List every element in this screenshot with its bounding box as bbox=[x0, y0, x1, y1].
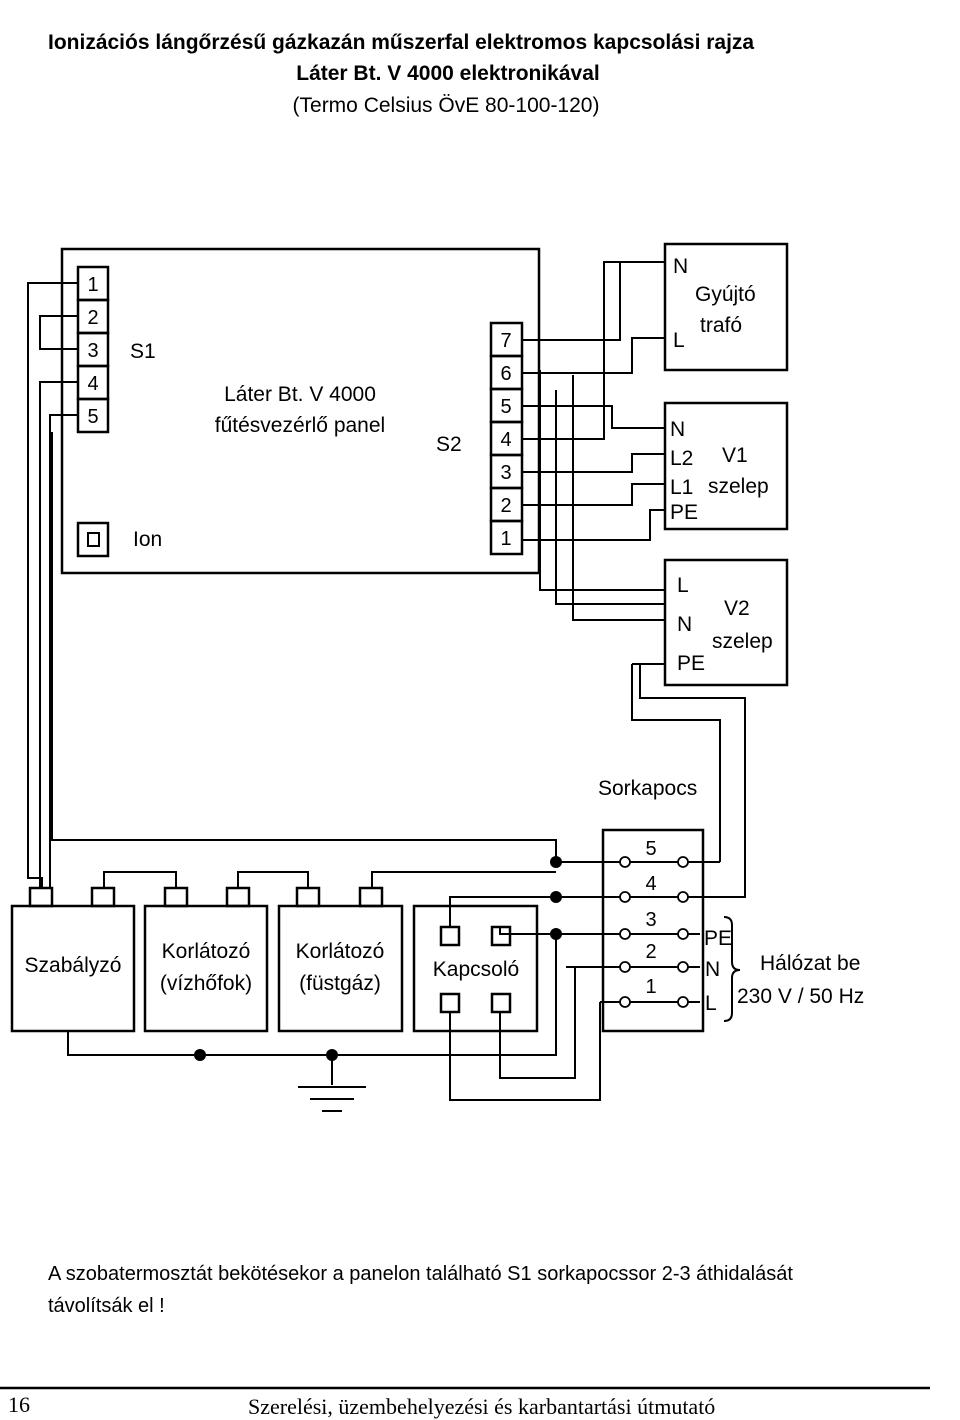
mains-brace-icon bbox=[723, 916, 741, 1022]
ignition-transformer-label-1: Gyújtó bbox=[695, 283, 756, 306]
s1-terminal-number: 5 bbox=[87, 406, 98, 428]
s2-terminal-number: 5 bbox=[500, 396, 511, 418]
terminal-block-number: 1 bbox=[645, 976, 656, 998]
page-number: 16 bbox=[8, 1392, 30, 1417]
terminal-block-number: 5 bbox=[645, 838, 656, 860]
s2-terminal-number: 4 bbox=[500, 429, 511, 451]
valve-v2-pin: L bbox=[677, 574, 689, 597]
panel-title-line-2: fűtésvezérlő panel bbox=[215, 414, 385, 437]
valve-v2-label-2: szelep bbox=[712, 630, 773, 653]
valve-v1-pin: N bbox=[670, 418, 685, 441]
water-limiter-box bbox=[143, 904, 269, 1033]
water-limiter-label-1: Korlátozó bbox=[162, 940, 251, 963]
switch-label: Kapcsoló bbox=[433, 958, 519, 981]
ion-label: Ion bbox=[133, 528, 162, 551]
s2-terminal-number: 3 bbox=[500, 462, 511, 484]
ion-terminal bbox=[76, 521, 110, 558]
s1-terminal-number: 4 bbox=[87, 373, 98, 395]
s2-label: S2 bbox=[436, 433, 462, 456]
water-limiter-label-2: (vízhőfok) bbox=[160, 972, 252, 995]
footer-text: Szerelési, üzembehelyezési és karbantart… bbox=[248, 1394, 715, 1419]
s2-terminal-number: 2 bbox=[500, 495, 511, 517]
panel-title-line-1: Láter Bt. V 4000 bbox=[224, 383, 376, 406]
terminal-block-number: 3 bbox=[645, 909, 656, 931]
mains-pin: L bbox=[705, 992, 717, 1015]
s1-terminal-number: 2 bbox=[87, 307, 98, 329]
ignition-pin-l: L bbox=[673, 329, 685, 352]
title-line-2: Láter Bt. V 4000 elektronikával bbox=[296, 62, 600, 85]
s2-terminal-number: 6 bbox=[500, 363, 511, 385]
valve-v2-pin: PE bbox=[677, 652, 705, 675]
valve-v2-box bbox=[663, 558, 789, 687]
valve-v1-pin: L1 bbox=[670, 476, 693, 499]
valve-v1-pin: L2 bbox=[670, 447, 693, 470]
valve-v2-label-1: V2 bbox=[724, 597, 750, 620]
wiring bbox=[27, 261, 746, 1112]
title-line-3: (Termo Celsius ÖvE 80-100-120) bbox=[293, 94, 600, 117]
terminal-block-label: Sorkapocs bbox=[598, 777, 697, 800]
note-line-1: A szobatermosztát bekötésekor a panelon … bbox=[48, 1263, 793, 1285]
s1-terminal-number: 3 bbox=[87, 340, 98, 362]
control-panel-box bbox=[60, 247, 541, 575]
regulator-box bbox=[10, 904, 136, 1033]
s2-terminal-number: 1 bbox=[500, 528, 511, 550]
ignition-pin-n: N bbox=[673, 255, 688, 278]
regulator-label: Szabályzó bbox=[25, 954, 122, 977]
switch-box bbox=[412, 904, 539, 1033]
ignition-transformer-box bbox=[663, 242, 789, 372]
component-tabs bbox=[28, 886, 384, 908]
terminal-block-box bbox=[601, 828, 705, 1033]
mains-pin: PE bbox=[704, 927, 732, 950]
terminal-block-number: 2 bbox=[645, 941, 656, 963]
note-line-2: távolítsák el ! bbox=[48, 1295, 165, 1317]
valve-v2-pin: N bbox=[677, 613, 692, 636]
s1-label: S1 bbox=[130, 340, 156, 363]
valve-v1-label-2: szelep bbox=[708, 475, 769, 498]
ignition-transformer-label-2: trafó bbox=[700, 314, 742, 337]
flue-limiter-label-1: Korlátozó bbox=[296, 940, 385, 963]
s2-terminal-number: 7 bbox=[500, 330, 511, 352]
mains-label-1: Hálózat be bbox=[760, 952, 860, 975]
valve-v1-box bbox=[663, 401, 789, 531]
valve-v1-label-1: V1 bbox=[722, 444, 748, 467]
s2-terminal-strip: 7 6 5 4 3 2 1 bbox=[489, 321, 524, 556]
flue-limiter-label-2: (füstgáz) bbox=[299, 972, 381, 995]
flue-limiter-box bbox=[277, 904, 404, 1033]
valve-v1-pin: PE bbox=[670, 501, 698, 524]
mains-label-2: 230 V / 50 Hz bbox=[737, 985, 864, 1008]
mains-pin: N bbox=[705, 958, 720, 981]
s1-terminal-strip: 1 2 3 4 5 bbox=[76, 265, 110, 434]
title-line-1: Ionizációs lángőrzésű gázkazán műszerfal… bbox=[48, 31, 754, 54]
s1-terminal-number: 1 bbox=[87, 274, 98, 296]
terminal-block-number: 4 bbox=[645, 873, 656, 895]
